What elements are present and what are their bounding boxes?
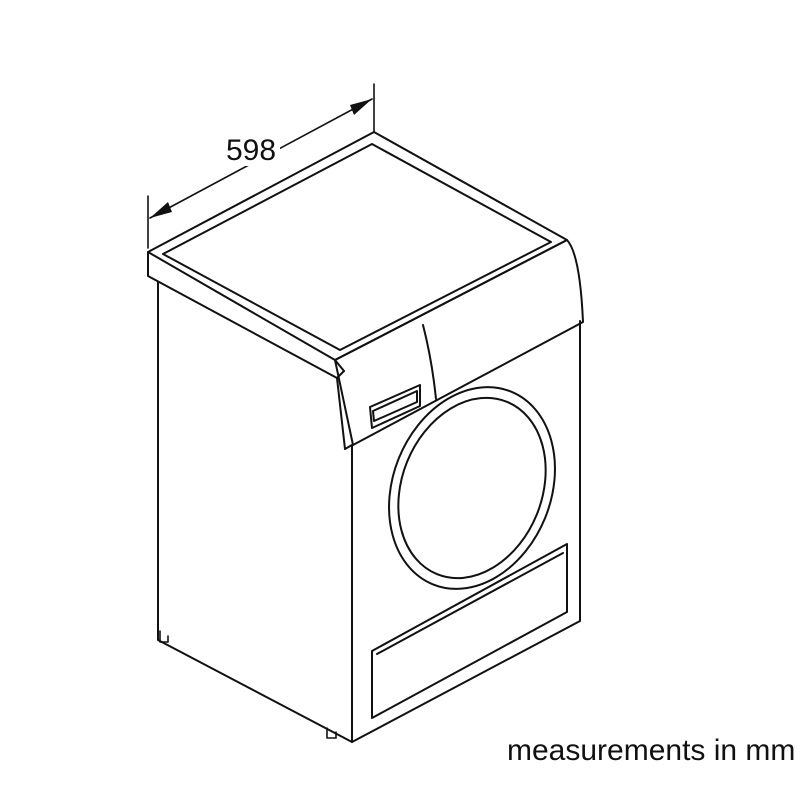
control-panel: [334, 239, 584, 446]
dimension-arrow-right: [350, 99, 372, 115]
display-window: [369, 384, 421, 429]
width-dimension-label: 598: [222, 136, 281, 166]
door-porthole: [388, 386, 556, 590]
service-flap: [371, 543, 568, 719]
dryer-feet: [159, 630, 337, 739]
dimension-arrow-left: [150, 202, 172, 218]
door-outer-ring: [388, 386, 556, 590]
dryer-body: [157, 281, 581, 743]
units-note: measurements in mm: [507, 736, 796, 766]
door-inner-glass: [397, 396, 547, 580]
dryer-top: [147, 131, 568, 379]
